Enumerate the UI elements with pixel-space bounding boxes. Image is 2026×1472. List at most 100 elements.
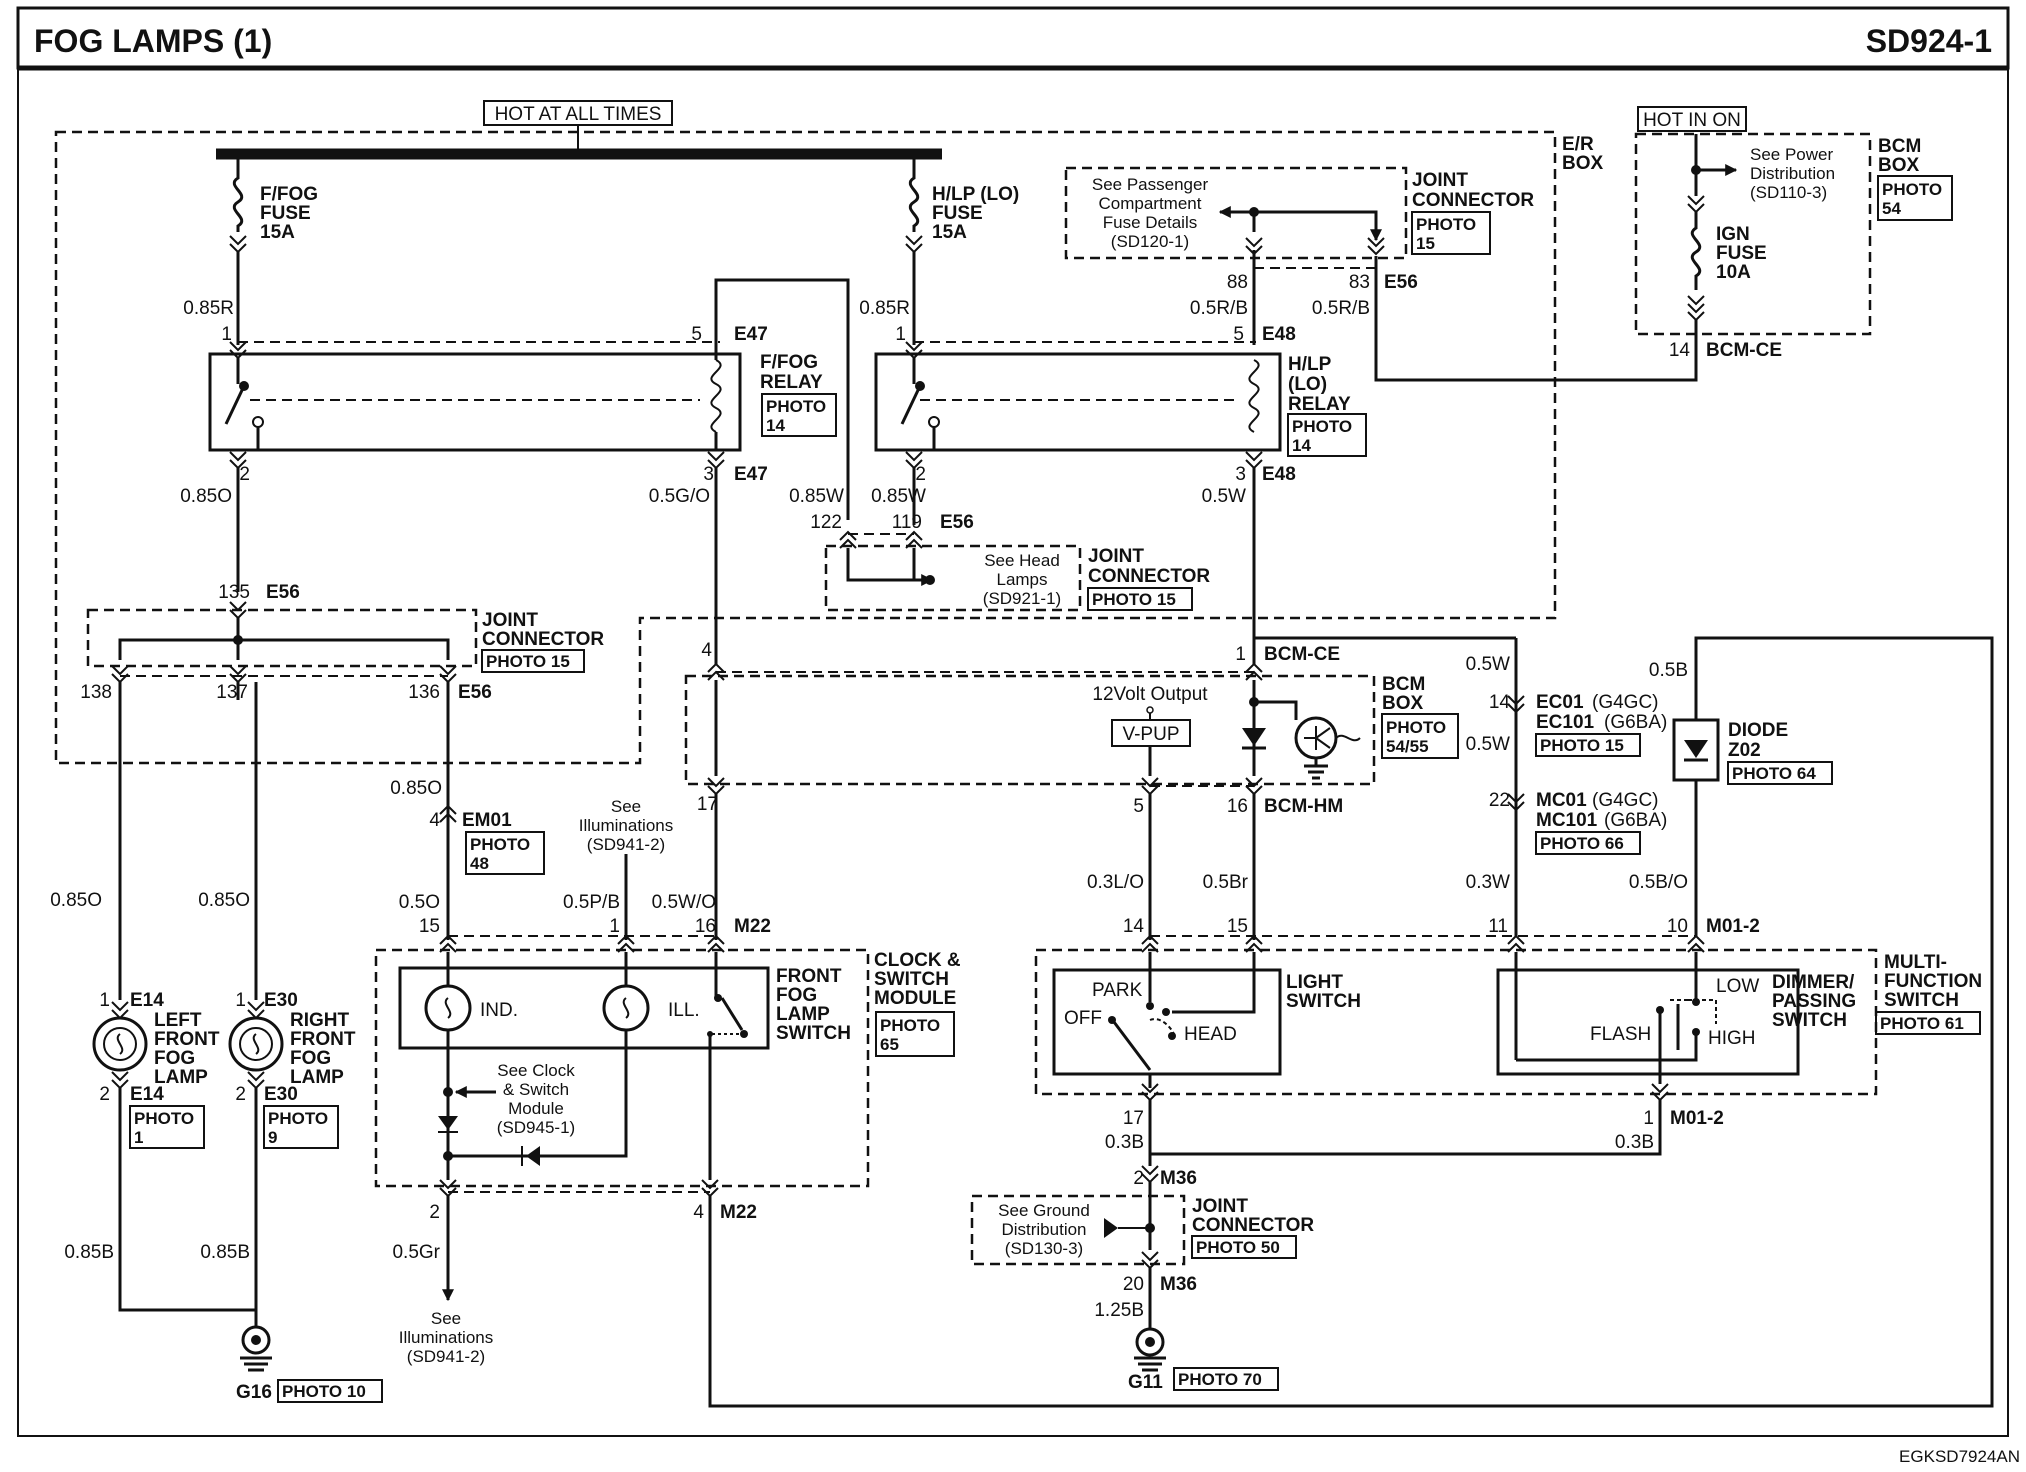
svg-text:PASSING: PASSING	[1772, 991, 1856, 1012]
svg-text:12Volt Output: 12Volt Output	[1092, 684, 1208, 705]
svg-text:0.85R: 0.85R	[183, 298, 234, 319]
svg-text:2: 2	[1133, 1168, 1144, 1189]
svg-text:JOINT: JOINT	[1088, 546, 1144, 567]
hot-in-on: HOT IN ON	[1643, 110, 1741, 131]
svg-text:LAMP: LAMP	[290, 1067, 344, 1088]
svg-text:9: 9	[268, 1128, 277, 1147]
svg-text:0.5W: 0.5W	[1466, 654, 1510, 675]
svg-text:Distribution: Distribution	[1001, 1220, 1086, 1239]
left-fog-lamp	[92, 1016, 148, 1072]
svg-text:BCM-HM: BCM-HM	[1264, 796, 1343, 817]
svg-text:0.5W: 0.5W	[1202, 486, 1246, 507]
m22-return-wire	[708, 636, 1994, 1408]
bcm-box-top	[1634, 132, 1872, 336]
svg-text:54: 54	[1882, 199, 1901, 218]
svg-text:Z02: Z02	[1728, 740, 1761, 761]
hlp-relay-coil	[1248, 359, 1260, 433]
svg-text:14: 14	[1489, 692, 1511, 713]
svg-text:1: 1	[99, 990, 110, 1011]
svg-text:15A: 15A	[260, 222, 295, 243]
svg-text:M01-2: M01-2	[1670, 1108, 1724, 1129]
svg-text:138: 138	[80, 682, 112, 703]
svg-text:E47: E47	[734, 324, 768, 345]
svg-text:BOX: BOX	[1562, 153, 1604, 174]
svg-text:4: 4	[701, 640, 712, 661]
svg-text:LOW: LOW	[1716, 976, 1759, 997]
svg-text:2: 2	[235, 1084, 246, 1105]
svg-text:FRONT: FRONT	[154, 1029, 220, 1050]
svg-text:Lamps: Lamps	[996, 570, 1047, 589]
svg-text:17: 17	[697, 794, 718, 815]
ground-joint-connector	[970, 1194, 1186, 1266]
svg-text:BCM-CE: BCM-CE	[1264, 644, 1340, 665]
svg-text:2: 2	[99, 1084, 110, 1105]
svg-text:Illuminations: Illuminations	[399, 1328, 494, 1347]
svg-text:4: 4	[429, 810, 440, 831]
svg-text:FRONT: FRONT	[290, 1029, 356, 1050]
svg-text:FOG: FOG	[290, 1048, 331, 1069]
svg-text:M22: M22	[734, 916, 771, 937]
ffog-fuse	[232, 159, 244, 232]
svg-text:CLOCK &: CLOCK &	[874, 950, 961, 971]
svg-text:LAMP: LAMP	[776, 1004, 830, 1025]
svg-text:PHOTO: PHOTO	[268, 1109, 328, 1128]
svg-text:88: 88	[1227, 272, 1248, 293]
svg-text:PHOTO: PHOTO	[1386, 718, 1446, 737]
svg-text:See: See	[611, 797, 641, 816]
multifunction-switch	[1034, 948, 1878, 1096]
svg-text:CONNECTOR: CONNECTOR	[1412, 190, 1534, 211]
svg-text:PHOTO 10: PHOTO 10	[282, 1382, 366, 1401]
svg-text:PHOTO 66: PHOTO 66	[1540, 834, 1624, 853]
svg-text:(SD110-3): (SD110-3)	[1750, 183, 1827, 202]
svg-text:0.3L/O: 0.3L/O	[1087, 872, 1144, 893]
bcm-box-center	[684, 674, 1376, 786]
svg-text:LIGHT: LIGHT	[1286, 972, 1343, 993]
svg-text:0.5W: 0.5W	[1466, 734, 1510, 755]
svg-text:FRONT: FRONT	[776, 966, 842, 987]
svg-text:0.5O: 0.5O	[399, 892, 440, 913]
svg-text:4: 4	[693, 1202, 704, 1223]
svg-text:See Passenger: See Passenger	[1092, 175, 1209, 194]
hlp-relay-label: H/LP	[1288, 354, 1332, 375]
svg-text:3: 3	[1235, 464, 1246, 485]
svg-text:0.3B: 0.3B	[1105, 1132, 1144, 1153]
svg-text:BOX: BOX	[1382, 693, 1424, 714]
svg-text:(SD921-1): (SD921-1)	[983, 589, 1061, 608]
svg-text:(SD945-1): (SD945-1)	[497, 1118, 575, 1137]
svg-text:RELAY: RELAY	[760, 372, 823, 393]
ffog-relay-coil	[710, 359, 722, 433]
svg-text:PHOTO: PHOTO	[1882, 180, 1942, 199]
svg-text:22: 22	[1489, 790, 1510, 811]
svg-text:OFF: OFF	[1064, 1008, 1102, 1029]
svg-text:14: 14	[766, 416, 785, 435]
svg-text:16: 16	[1227, 796, 1248, 817]
svg-text:M36: M36	[1160, 1274, 1197, 1295]
svg-text:5: 5	[691, 324, 702, 345]
svg-text:E14: E14	[130, 990, 164, 1011]
svg-text:SWITCH: SWITCH	[1772, 1010, 1847, 1031]
svg-text:15A: 15A	[932, 222, 967, 243]
svg-text:FUSE: FUSE	[1716, 243, 1767, 264]
right-fog-lamp	[228, 1016, 284, 1072]
svg-text:See Head: See Head	[984, 551, 1060, 570]
svg-text:137: 137	[216, 682, 248, 703]
svg-text:(G4GC): (G4GC)	[1592, 790, 1659, 811]
svg-text:See: See	[431, 1309, 461, 1328]
svg-text:14: 14	[1292, 436, 1311, 455]
page-frame	[17, 67, 2009, 1437]
svg-text:PHOTO 50: PHOTO 50	[1196, 1238, 1280, 1257]
svg-text:FUSE: FUSE	[260, 203, 311, 224]
svg-text:LEFT: LEFT	[154, 1010, 202, 1031]
svg-text:15: 15	[419, 916, 440, 937]
svg-text:Module: Module	[508, 1099, 564, 1118]
svg-text:10: 10	[1667, 916, 1688, 937]
svg-text:PARK: PARK	[1092, 980, 1143, 1001]
clock-switch-module	[374, 948, 870, 1188]
ign-to-e56-wire	[1374, 256, 1698, 382]
svg-text:1: 1	[1643, 1108, 1654, 1129]
svg-text:See Ground: See Ground	[998, 1201, 1090, 1220]
svg-text:PHOTO: PHOTO	[766, 397, 826, 416]
header-frame	[16, 6, 2010, 70]
svg-text:ILL.: ILL.	[668, 1000, 700, 1021]
